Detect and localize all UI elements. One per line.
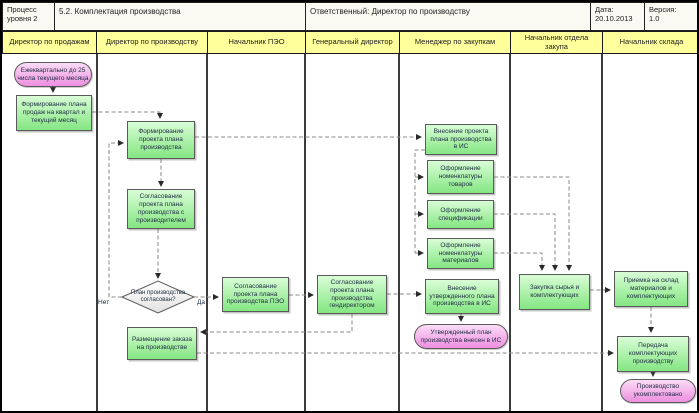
task-warehouse-receive: Приемка на склад материалов и комплектую… — [614, 271, 688, 307]
task-place-order: Размещение заказа на производстве — [127, 327, 197, 360]
task-sales-plan: Формирование плана продаж на квартал и т… — [16, 95, 92, 131]
decision-yes-label: Да — [197, 299, 206, 306]
lane-divider — [206, 54, 208, 411]
decision-no-label: Нет — [98, 299, 110, 306]
task-enter-approved-plan-is: Внесение утвержденного плана производств… — [425, 279, 499, 314]
task-draft-production-plan: Формирование проекта плана производства — [127, 121, 195, 159]
date-label: Дата: — [595, 5, 614, 14]
lane-header-warehouse-chief: Начальник склада — [602, 31, 697, 54]
task-enter-draft-plan-is: Внесение проекта плана производства в ИС — [425, 124, 497, 155]
task-register-specification: Оформление спецификации — [427, 200, 494, 229]
version-label: Версия: — [649, 5, 677, 14]
lane-divider — [304, 54, 306, 411]
task-register-materials-nomenclature: Оформление номенклатуры материалов — [427, 238, 494, 269]
lane-header-peo-chief: Начальник ПЭО — [207, 31, 306, 54]
lane-divider — [509, 54, 511, 411]
task-agree-with-producer: Согласование проекта плана производства … — [127, 189, 195, 229]
process-level-cell: Процесс уровня 2 — [2, 2, 55, 31]
end-event: Производство укомплектовано — [620, 379, 696, 403]
decision-plan-agreed-label: План производства согласован? — [130, 290, 186, 303]
event-plan-entered-is: Утвержденный план производства внесен в … — [414, 324, 508, 349]
task-register-goods-nomenclature: Оформление номенклатуры товаров — [427, 160, 494, 194]
task-agree-gendir: Согласование проекта плана производства … — [317, 275, 387, 314]
start-event: Ежеквартально до 25 числа текущего месяц… — [14, 62, 92, 87]
lane-divider — [96, 54, 98, 411]
decision-diamond — [120, 280, 196, 314]
task-transfer-to-production: Передача комплектующих производству — [617, 336, 689, 372]
lane-header-general-director: Генеральный директор — [305, 31, 400, 54]
date-cell: Дата: 20.10.2013 — [590, 2, 645, 31]
task-agree-peo: Согласование проекта плана производства … — [222, 277, 289, 312]
lane-divider — [398, 54, 400, 411]
date-value: 20.10.2013 — [595, 14, 633, 24]
version-cell: Версия: 1.0 — [644, 2, 697, 31]
responsible-cell: Ответственный: Директор по производству — [305, 2, 591, 31]
task-purchase-materials: Закупка сырья и комплектующих — [519, 274, 590, 310]
diagram-title: 5.2. Комплектация производства — [54, 2, 306, 31]
lane-divider — [601, 54, 603, 411]
version-value: 1.0 — [649, 14, 660, 24]
